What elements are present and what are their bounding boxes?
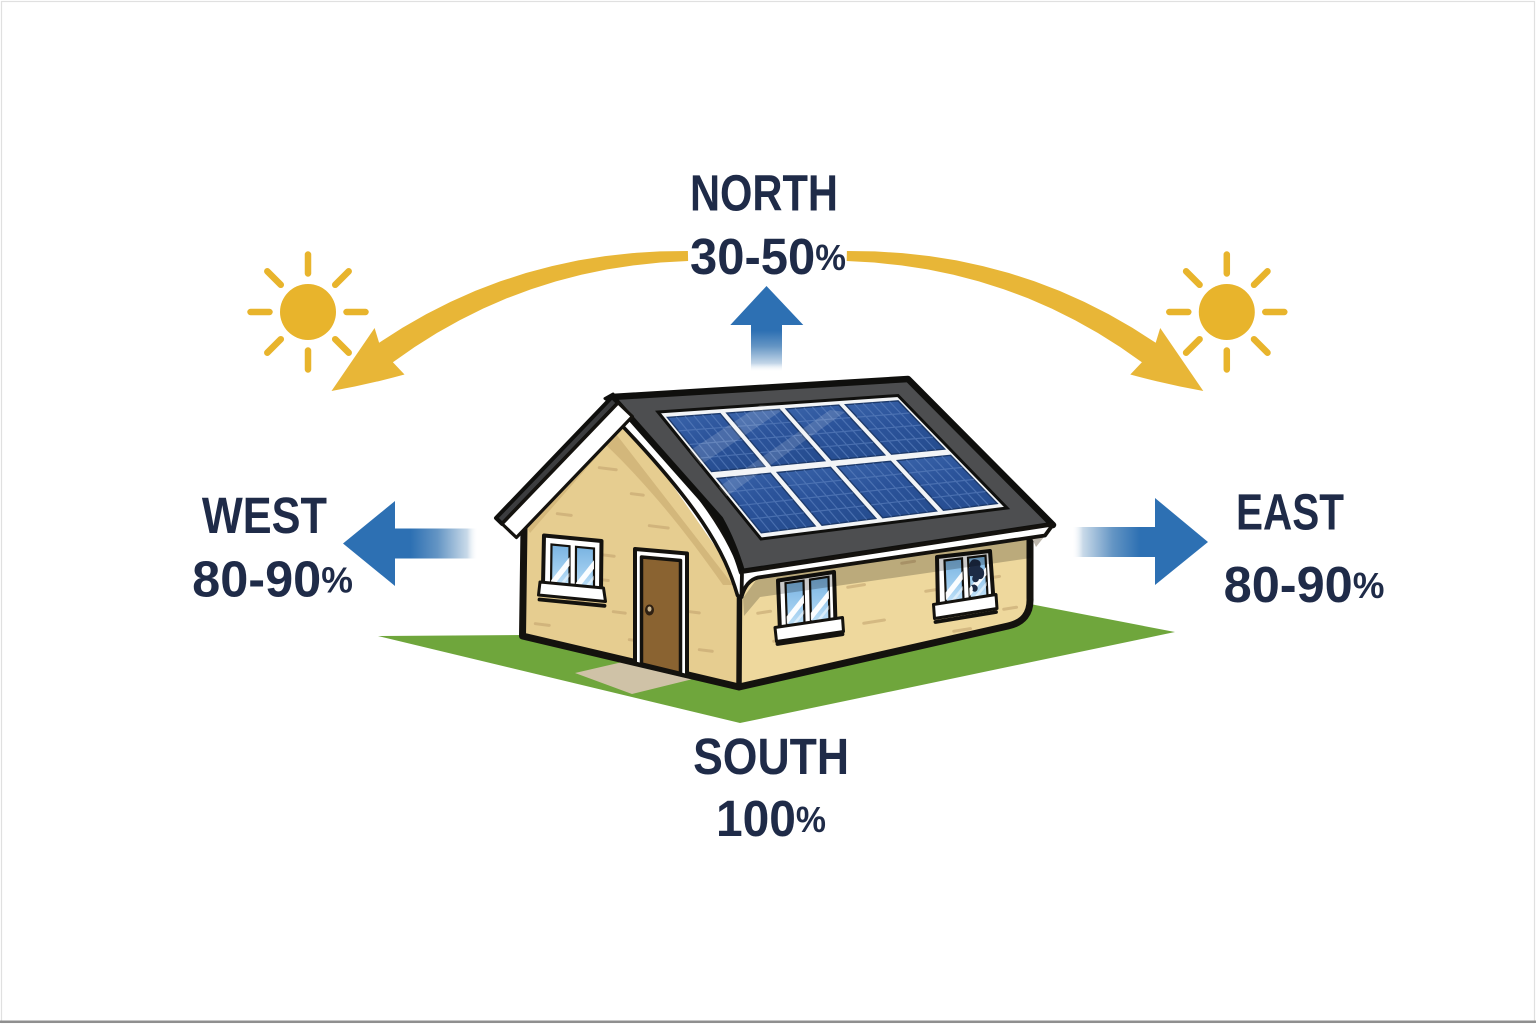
svg-text:80-90%: 80-90% bbox=[192, 550, 353, 607]
svg-text:NORTH: NORTH bbox=[690, 165, 838, 222]
svg-text:EAST: EAST bbox=[1236, 483, 1344, 541]
svg-text:SOUTH: SOUTH bbox=[693, 729, 849, 785]
svg-text:30-50%: 30-50% bbox=[690, 228, 846, 285]
svg-text:WEST: WEST bbox=[202, 488, 327, 545]
svg-text:80-90%: 80-90% bbox=[1224, 556, 1385, 613]
svg-text:100%: 100% bbox=[716, 791, 826, 848]
